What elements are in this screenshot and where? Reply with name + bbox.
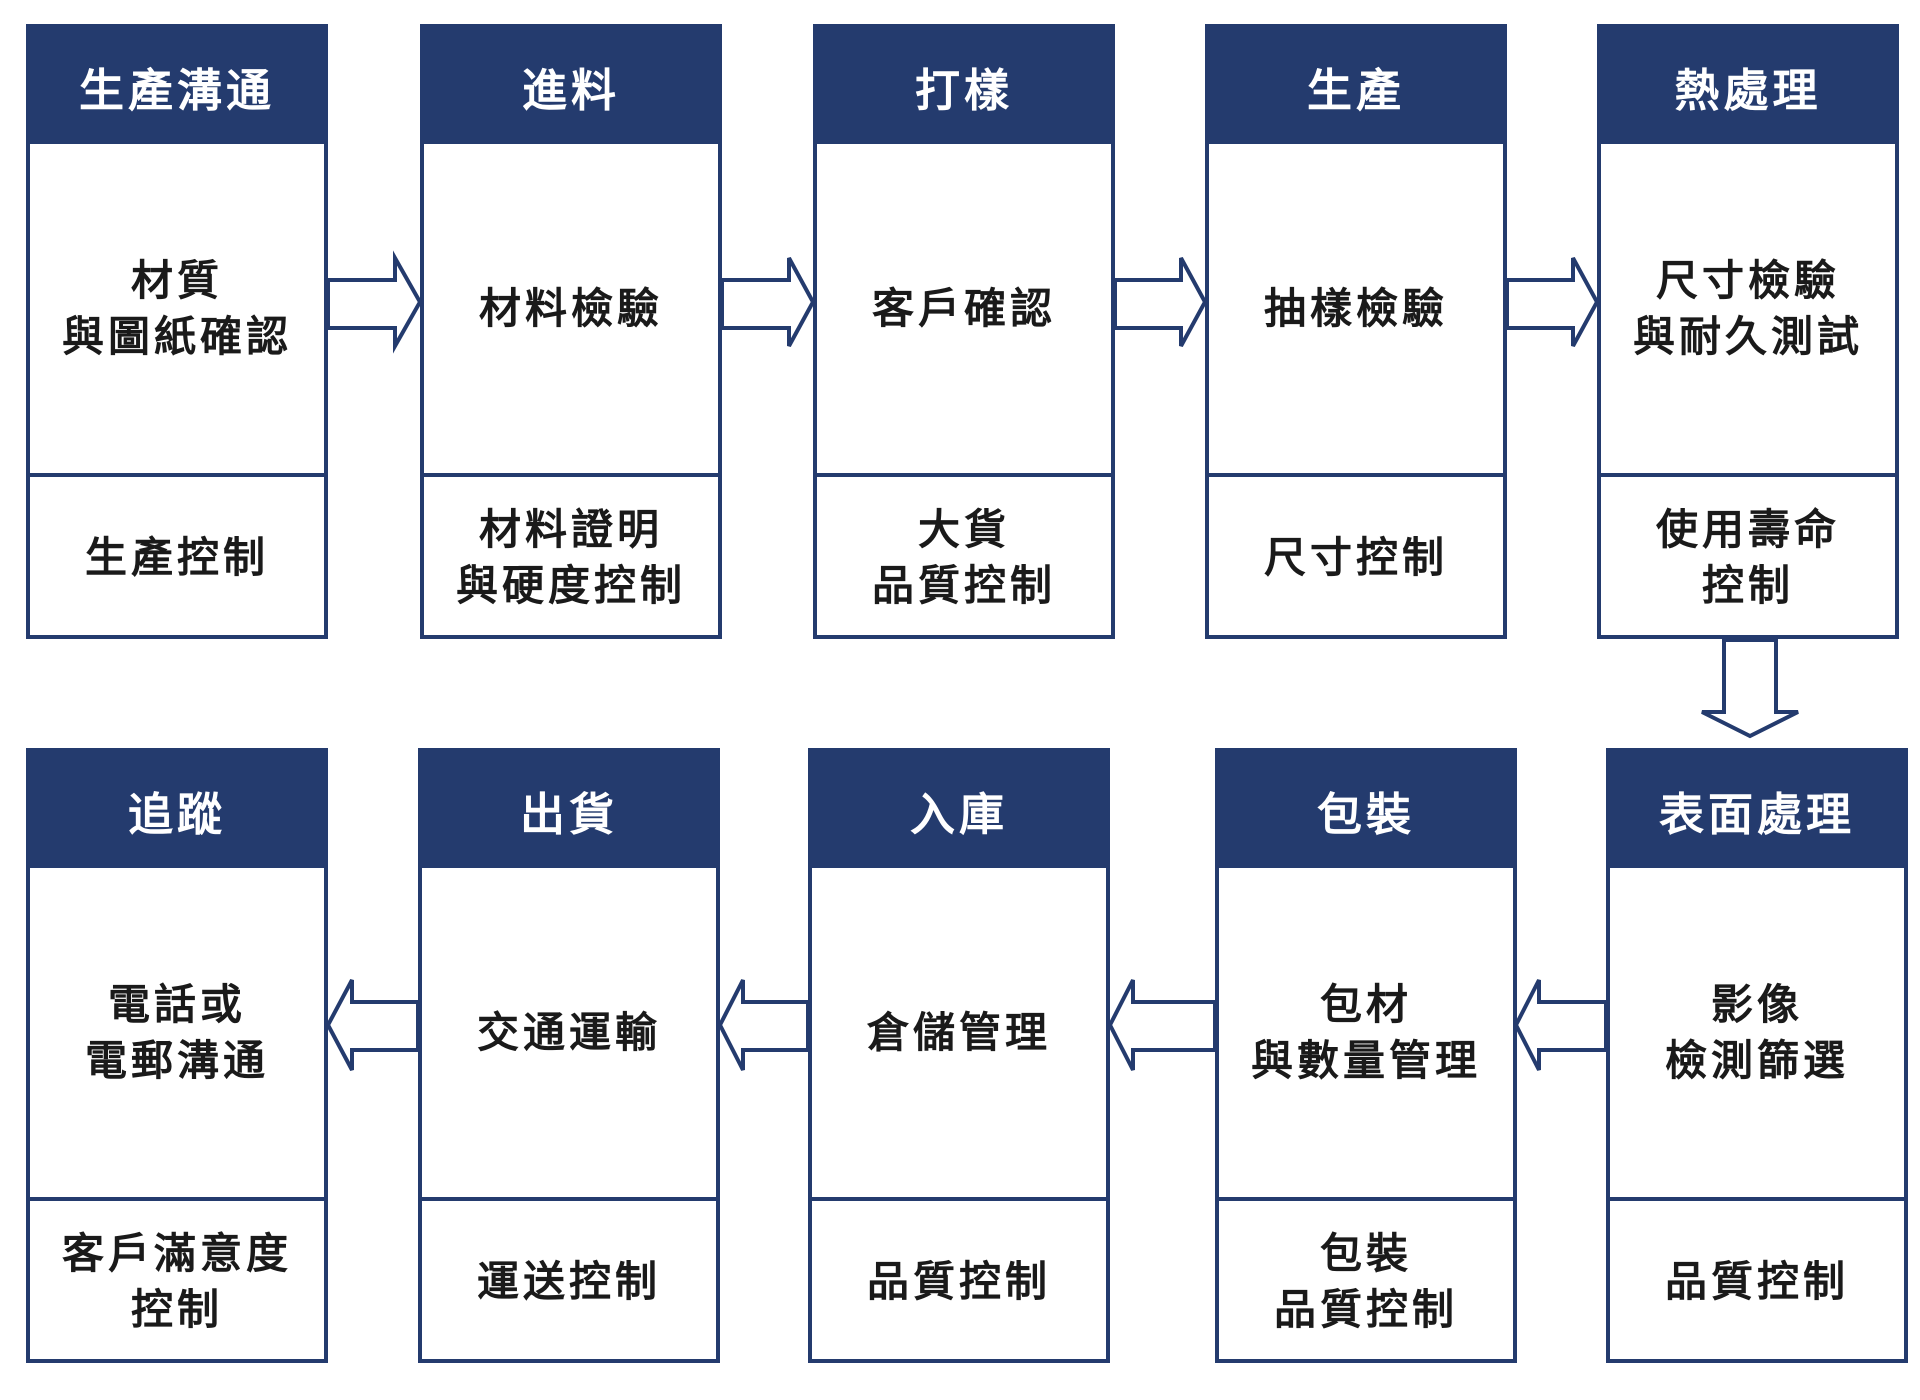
- stage-header: 打樣: [817, 28, 1111, 144]
- stage-surface-treatment: 表面處理 影像 檢測篩選 品質控制: [1606, 748, 1908, 1363]
- stage-packaging: 包裝 包材 與數量管理 包裝 品質控制: [1215, 748, 1517, 1363]
- stage-detail: 交通運輸: [422, 868, 716, 1201]
- stage-control: 客戶滿意度 控制: [61, 1229, 292, 1334]
- stage-sampling: 打樣 客戶確認 大貨 品質控制: [813, 24, 1115, 639]
- stage-control: 品質控制: [1664, 1257, 1849, 1306]
- stage-detail: 包材 與數量管理: [1219, 868, 1513, 1201]
- arrow-left-icon: [1513, 979, 1608, 1071]
- stage-warehousing: 入庫 倉儲管理 品質控制: [808, 748, 1110, 1363]
- stage-production-communication: 生產溝通 材質 與圖紙確認 生產控制: [26, 24, 328, 639]
- stage-detail: 影像 檢測篩選: [1610, 868, 1904, 1201]
- stage-header: 追蹤: [30, 752, 324, 868]
- stage-production: 生產 抽樣檢驗 尺寸控制: [1205, 24, 1507, 639]
- arrow-left-icon: [325, 979, 420, 1071]
- arrow-left-icon: [717, 979, 810, 1071]
- stage-header: 表面處理: [1610, 752, 1904, 868]
- stage-control: 品質控制: [866, 1257, 1051, 1306]
- arrow-right-icon: [1505, 257, 1600, 347]
- stage-control: 使用壽命 控制: [1655, 505, 1840, 610]
- stage-control: 大貨 品質控制: [871, 505, 1056, 610]
- arrow-right-icon: [720, 257, 816, 347]
- stage-control: 包裝 品質控制: [1273, 1229, 1458, 1334]
- stage-incoming-material: 進料 材料檢驗 材料證明 與硬度控制: [420, 24, 722, 639]
- stage-detail: 材質 與圖紙確認: [30, 144, 324, 477]
- stage-detail: 材料檢驗: [424, 144, 718, 477]
- stage-detail: 倉儲管理: [812, 868, 1106, 1201]
- stage-control: 材料證明 與硬度控制: [455, 505, 686, 610]
- arrow-left-icon: [1107, 979, 1217, 1071]
- arrow-right-icon: [326, 250, 423, 354]
- stage-header: 熱處理: [1601, 28, 1895, 144]
- stage-header: 進料: [424, 28, 718, 144]
- stage-control: 生產控制: [84, 533, 269, 582]
- stage-tracking: 追蹤 電話或 電郵溝通 客戶滿意度 控制: [26, 748, 328, 1363]
- stage-header: 包裝: [1219, 752, 1513, 868]
- stage-detail: 客戶確認: [817, 144, 1111, 477]
- stage-header: 出貨: [422, 752, 716, 868]
- stage-header: 生產: [1209, 28, 1503, 144]
- stage-detail: 抽樣檢驗: [1209, 144, 1503, 477]
- stage-control: 尺寸控制: [1263, 533, 1448, 582]
- stage-detail: 尺寸檢驗 與耐久測試: [1601, 144, 1895, 477]
- stage-shipping: 出貨 交通運輸 運送控制: [418, 748, 720, 1363]
- stage-control: 運送控制: [476, 1257, 661, 1306]
- stage-header: 入庫: [812, 752, 1106, 868]
- stage-detail: 電話或 電郵溝通: [30, 868, 324, 1201]
- arrow-right-icon: [1113, 257, 1208, 347]
- arrow-down-icon: [1701, 638, 1799, 739]
- stage-header: 生產溝通: [30, 28, 324, 144]
- stage-heat-treatment: 熱處理 尺寸檢驗 與耐久測試 使用壽命 控制: [1597, 24, 1899, 639]
